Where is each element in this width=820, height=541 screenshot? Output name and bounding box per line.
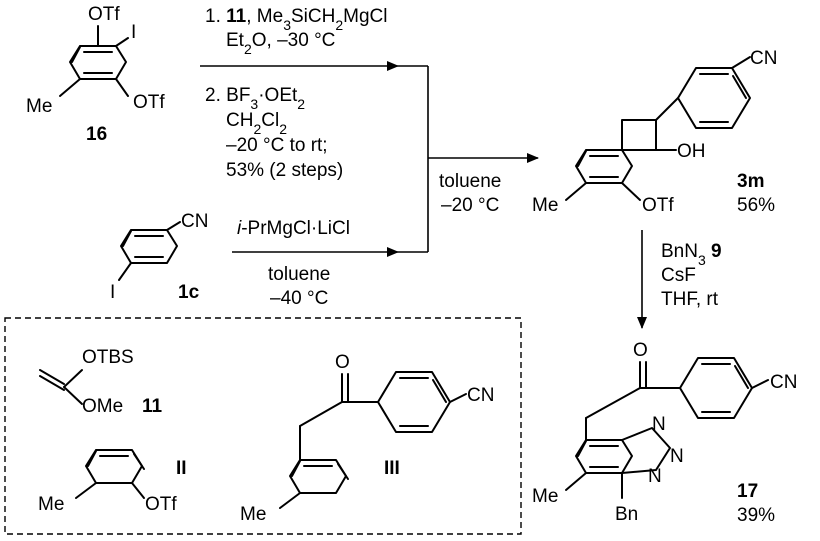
c1c-iodo: I — [110, 282, 115, 303]
conditions-step-1-2: 1. 11, Me3SiCH2MgCl Et2O, –30 °C 2. BF3·… — [200, 6, 399, 181]
compound-II: II OTf Me — [38, 449, 187, 515]
cII-methyl: Me — [38, 494, 64, 515]
compound-16: OTf I OTf Me 16 — [26, 4, 165, 145]
c1c-label: 1c — [178, 282, 200, 303]
merge-bracket: toluene –20 °C — [398, 65, 539, 253]
c17-yield: 39% — [737, 505, 775, 526]
step2-yield: 53% (2 steps) — [226, 160, 343, 181]
c3m-otf: OTf — [642, 195, 674, 216]
compound-1c: CN I 1c — [110, 211, 208, 303]
c17-n2: N — [670, 446, 684, 467]
c17-label: 17 — [737, 481, 758, 502]
cIII-methyl: Me — [240, 504, 266, 525]
c1c-cn: CN — [181, 211, 208, 232]
c11-ome: OMe — [82, 396, 123, 417]
c16-otf-top: OTf — [88, 4, 120, 25]
c16-otf-bottom: OTf — [133, 92, 165, 113]
cII-otf: OTf — [145, 494, 177, 515]
step2-temp: –20 °C to rt; — [226, 135, 328, 156]
click-reagent: BnN3 9 — [661, 241, 722, 268]
c3m-oh: OH — [677, 141, 706, 162]
c3m-yield: 56% — [737, 195, 775, 216]
cIII-cn: CN — [467, 385, 494, 406]
c17-n1: N — [648, 466, 662, 487]
c3m-cn: CN — [750, 48, 777, 69]
c16-iodo: I — [131, 22, 136, 43]
compound-11: OTBS OMe 11 — [39, 347, 163, 417]
compound-17: O CN N N N Bn Me 17 39% — [532, 340, 797, 526]
c17-n3: N — [652, 414, 666, 435]
click-solvent: THF, rt — [661, 289, 719, 310]
compound-III: O CN III Me — [240, 352, 494, 525]
cIII-label: III — [384, 458, 400, 479]
conditions-click: BnN3 9 CsF THF, rt — [637, 230, 722, 329]
coupling-solvent: toluene — [439, 171, 501, 192]
c3m-methyl: Me — [532, 195, 558, 216]
grignard-temp: –40 °C — [270, 288, 328, 309]
c11-label: 11 — [142, 396, 163, 417]
c17-carbonyl-o: O — [633, 340, 648, 361]
step2-solvent: CH2Cl2 — [226, 110, 287, 137]
c17-methyl: Me — [532, 486, 558, 507]
step1-solvent-temp: Et2O, –30 °C — [226, 30, 335, 57]
compound-3m: CN OH OTf Me 3m 56% — [532, 48, 777, 216]
c16-methyl: Me — [26, 96, 52, 117]
c3m-label: 3m — [737, 171, 764, 192]
conditions-grignard: i-PrMgCl·LiCl toluene –40 °C — [232, 218, 399, 309]
c16-label: 16 — [86, 124, 107, 145]
c17-cn: CN — [770, 372, 797, 393]
cIII-carbonyl-o: O — [335, 352, 350, 373]
c17-benzyl: Bn — [615, 504, 638, 525]
intermediates-box — [4, 317, 522, 535]
cII-label: II — [176, 458, 187, 479]
step2-reagent: 2. BF3·OEt2 — [205, 85, 305, 112]
click-base: CsF — [661, 265, 696, 286]
grignard-reagent: i-PrMgCl·LiCl — [237, 218, 350, 239]
coupling-temp: –20 °C — [441, 195, 499, 216]
grignard-solvent: toluene — [268, 264, 330, 285]
step1-conditions: 1. 11, Me3SiCH2MgCl — [205, 6, 387, 33]
c11-otbs: OTBS — [82, 347, 134, 368]
